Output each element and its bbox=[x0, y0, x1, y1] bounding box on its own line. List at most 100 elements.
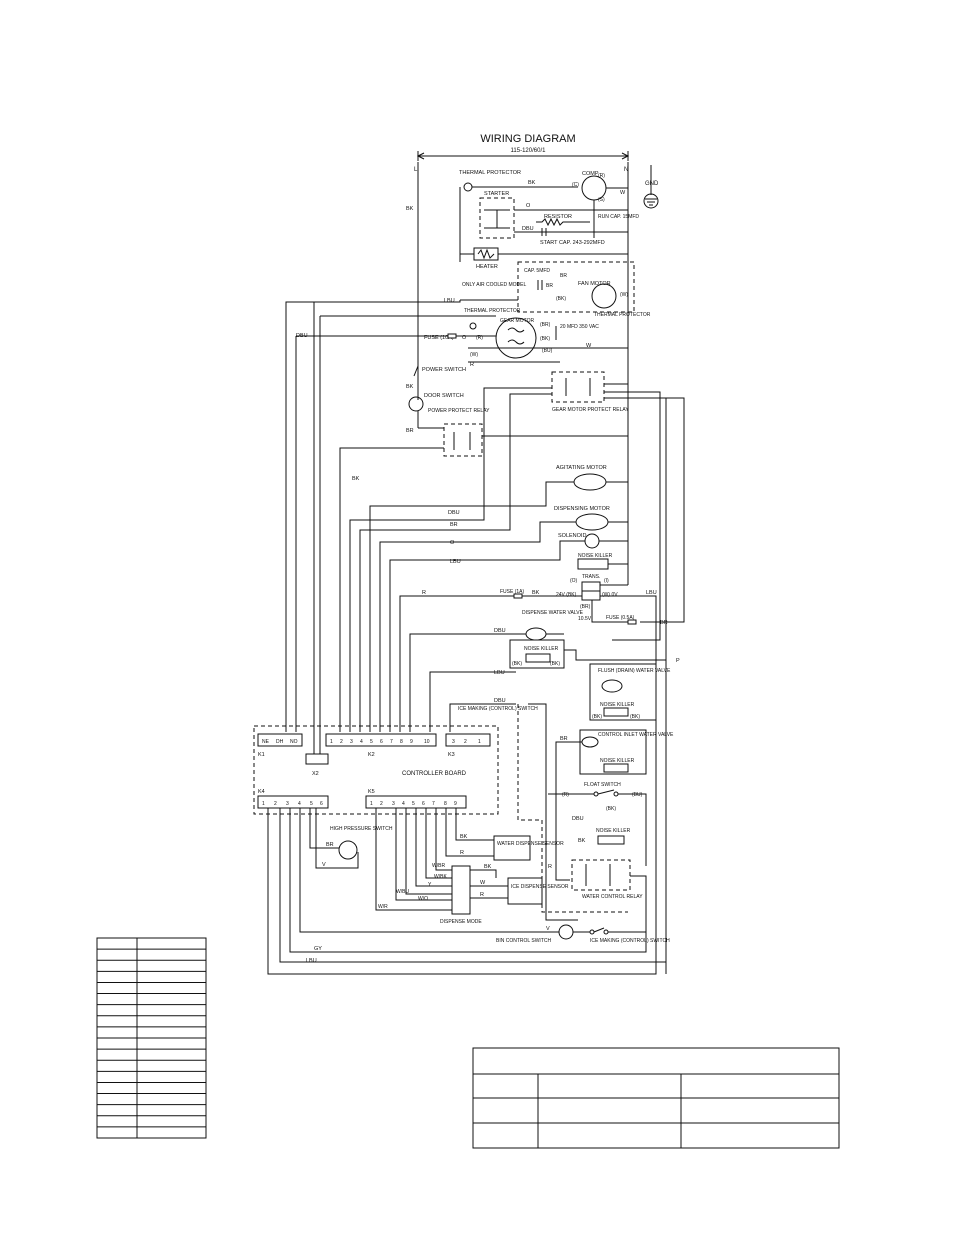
wire-wbk: W/BK bbox=[434, 874, 447, 880]
noise-killer-5-icon bbox=[597, 835, 625, 845]
k5-pins: 1 2 3 4 5 6 7 8 9 bbox=[370, 801, 457, 807]
nk3-pin-bk1: (BK) bbox=[592, 714, 602, 720]
water-dispense-sensor-label: WATER DISPENSE SENSOR bbox=[497, 841, 564, 847]
trans-pin-o: (O) bbox=[570, 578, 578, 584]
wire-bk-ps: BK bbox=[406, 384, 414, 390]
k4-connector bbox=[257, 795, 329, 809]
gear-cap-label: 20 MFD 350 VAC bbox=[560, 324, 599, 330]
fuse-10a-label: FUSE (10A) bbox=[424, 335, 454, 341]
svg-text:3: 3 bbox=[286, 801, 289, 807]
svg-text:4: 4 bbox=[402, 801, 405, 807]
wire-dbu-wcr: DBU bbox=[572, 816, 584, 822]
wire-o-disp: O bbox=[450, 540, 455, 546]
svg-text:2: 2 bbox=[274, 801, 277, 807]
flush-valve-icon bbox=[601, 679, 623, 693]
solenoid-label: SOLENOID bbox=[558, 533, 586, 539]
wire-wr: W/R bbox=[378, 904, 388, 910]
svg-text:5: 5 bbox=[310, 801, 313, 807]
dispensing-motor-icon bbox=[575, 513, 609, 531]
fuse-05a-label: FUSE (0.5A) bbox=[606, 615, 635, 621]
svg-text:3: 3 bbox=[392, 801, 395, 807]
float-switch-label: FLOAT SWITCH bbox=[584, 782, 621, 788]
wire-w-ids: W bbox=[480, 880, 486, 886]
agitating-motor-icon bbox=[573, 473, 607, 491]
wire-bk-comp: BK bbox=[528, 180, 536, 186]
thermal-protector-top-icon bbox=[463, 182, 473, 192]
svg-text:2: 2 bbox=[340, 739, 343, 745]
trans-pin-i: (I) bbox=[604, 578, 609, 584]
k5-label: K5 bbox=[368, 789, 375, 795]
door-switch-icon bbox=[408, 396, 424, 412]
k4-label: K4 bbox=[258, 789, 265, 795]
ice-making-control-top-label: ICE MAKING (CONTROL) SWITCH bbox=[458, 706, 538, 712]
wire-lbu-trans: LBU bbox=[646, 590, 657, 596]
svg-text:7: 7 bbox=[432, 801, 435, 807]
dispense-water-valve-label: DISPENSE WATER VALVE bbox=[522, 610, 584, 616]
k2-pins: 1 2 3 4 5 6 7 8 9 10 bbox=[330, 739, 430, 745]
svg-text:5: 5 bbox=[412, 801, 415, 807]
gear-pin-br: (BR) bbox=[540, 322, 551, 328]
k3-pin-1: 1 bbox=[478, 739, 481, 745]
fan-motor-box bbox=[517, 261, 635, 313]
noise-killer-2-icon bbox=[525, 653, 551, 663]
float-pin-bu: (BU) bbox=[632, 792, 643, 798]
wire-bk-rail: BK bbox=[406, 206, 414, 212]
water-control-relay-box bbox=[571, 859, 631, 891]
gear-motor-protect-relay-box bbox=[551, 371, 605, 403]
control-inlet-valve-box bbox=[579, 729, 647, 775]
noise-killer-4-label: NOISE KILLER bbox=[600, 758, 635, 764]
rail-n-label: N bbox=[624, 167, 628, 173]
svg-text:1: 1 bbox=[330, 739, 333, 745]
wire-wo: W/O bbox=[418, 896, 428, 902]
k1-pin-ne: NE bbox=[262, 739, 270, 745]
thermal-protector-top-label: THERMAL PROTECTOR bbox=[459, 170, 521, 176]
svg-text:3: 3 bbox=[350, 739, 353, 745]
wire-p: P bbox=[676, 658, 680, 664]
bin-control-switch-label: BIN CONTROL SWITCH bbox=[496, 938, 551, 944]
wire-dbu-agit: DBU bbox=[448, 510, 460, 516]
bin-control-switch-icon bbox=[558, 924, 574, 940]
wire-br-agit: BR bbox=[450, 522, 458, 528]
rail-l-label: L bbox=[414, 167, 418, 173]
water-dispense-sensor-box bbox=[493, 835, 531, 861]
resistor-icon bbox=[536, 217, 590, 227]
float-pin-bk: (BK) bbox=[606, 806, 616, 812]
k3-label: K3 bbox=[448, 752, 455, 758]
dispense-water-valve-icon bbox=[525, 627, 547, 641]
x2-connector bbox=[305, 753, 329, 765]
svg-text:4: 4 bbox=[298, 801, 301, 807]
nk2-pin-bk1: (BK) bbox=[512, 661, 522, 667]
fan-motor-label: FAN MOTOR bbox=[578, 281, 611, 287]
controller-board bbox=[253, 725, 499, 815]
noise-killer-3-icon bbox=[603, 707, 629, 717]
svg-text:1: 1 bbox=[370, 801, 373, 807]
wire-bk-wcr: BK bbox=[578, 838, 586, 844]
noise-killer-3-label: NOISE KILLER bbox=[600, 702, 635, 708]
control-inlet-valve-icon bbox=[581, 736, 599, 748]
wire-r-fuse1a: R bbox=[422, 590, 426, 596]
comp-label: COMP bbox=[582, 171, 599, 177]
flush-valve-box bbox=[589, 663, 657, 721]
gear-motor-protect-relay-label: GEAR MOTOR PROTECT RELAY bbox=[552, 407, 629, 413]
wire-wbr: W/BR bbox=[432, 863, 445, 869]
power-protect-relay-box bbox=[443, 423, 483, 457]
k4-pins: 1 2 3 4 5 6 bbox=[262, 801, 323, 807]
k1-pin-dh: DH bbox=[276, 739, 284, 745]
svg-text:6: 6 bbox=[320, 801, 323, 807]
only-air-cooled-label: ONLY AIR COOLED MODEL bbox=[462, 282, 526, 288]
power-switch-label: POWER SWITCH bbox=[422, 367, 466, 373]
gear-pin-bk: (BK) bbox=[540, 336, 550, 342]
wire-br-door: BR bbox=[406, 428, 414, 434]
wire-dbu-start: DBU bbox=[522, 226, 534, 232]
trans-24v: 24V (BK) bbox=[556, 592, 577, 598]
ice-making-control-bottom-label: ICE MAKING (CONTROL) SWITCH bbox=[590, 938, 670, 944]
trans-105v: 10.5V bbox=[578, 616, 592, 622]
wire-y: Y bbox=[428, 882, 432, 888]
agitating-motor-label: AGITATING MOTOR bbox=[556, 465, 607, 471]
thermal-protector-gear-icon bbox=[469, 322, 477, 330]
ice-dispense-sensor-box bbox=[507, 877, 543, 905]
k3-pin-2: 2 bbox=[464, 739, 467, 745]
noise-killer-1-label: NOISE KILLER bbox=[578, 553, 613, 559]
wire-v-bcs: V bbox=[546, 926, 550, 932]
